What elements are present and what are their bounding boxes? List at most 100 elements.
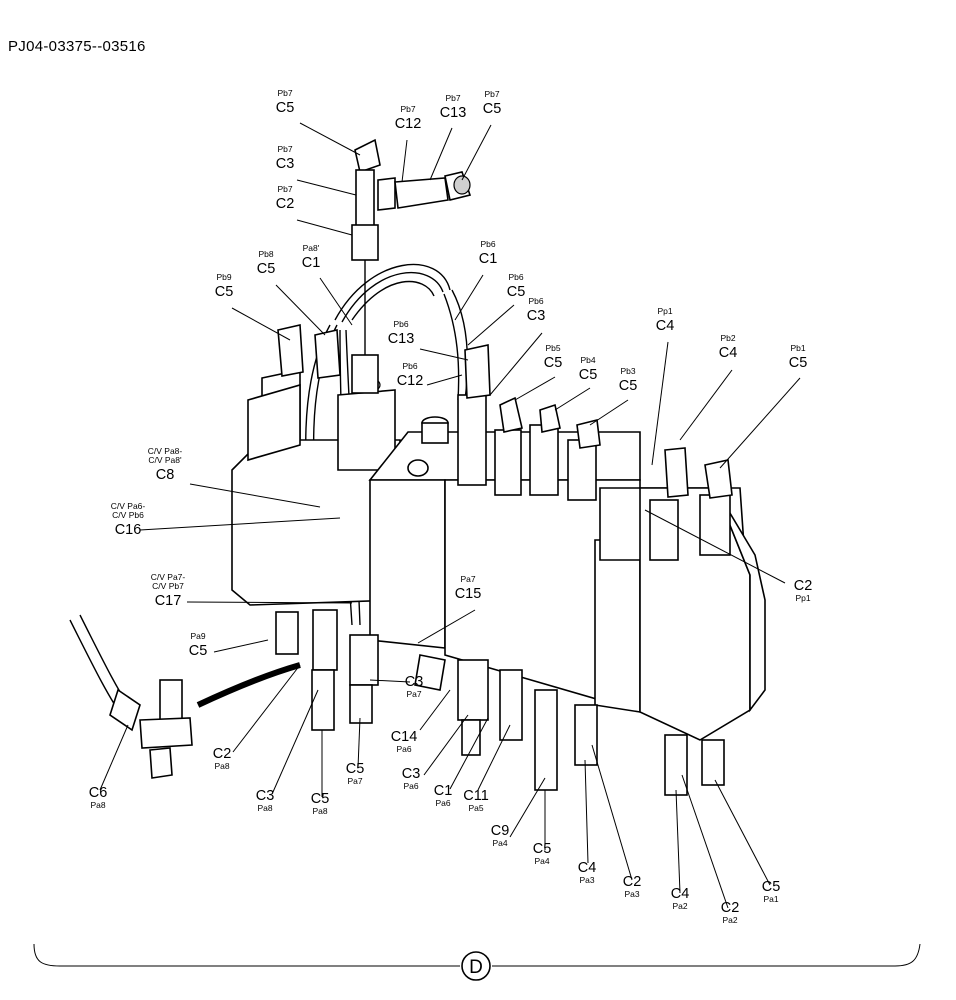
- callout-port-label: Pa9: [190, 631, 205, 641]
- callout-part-label: C2: [213, 746, 232, 762]
- callout-part-label: C12: [395, 116, 422, 132]
- callout-port-label: Pb9: [216, 272, 231, 282]
- callout-port-label: Pa6: [435, 798, 450, 808]
- callout-part-label: C5: [619, 378, 638, 394]
- callout-port-label: Pb6: [528, 296, 543, 306]
- callout-part-label: C2: [794, 578, 813, 594]
- callout-part-label: C13: [388, 331, 415, 347]
- callout-port-label: Pb7: [277, 184, 292, 194]
- section-marker-circle: [461, 951, 491, 981]
- callout-port-label: Pb7: [277, 144, 292, 154]
- callout-part-label: C14: [391, 729, 418, 745]
- callout-port-label: Pa6: [403, 781, 418, 791]
- section-bracket-left: [33, 943, 460, 967]
- callout-part-label: C3: [402, 766, 421, 782]
- callout-part-label: C9: [491, 823, 510, 839]
- callout-port-label: Pa2: [722, 915, 737, 925]
- callout-port-label: Pa8: [312, 806, 327, 816]
- callout-part-label: C5: [311, 791, 330, 807]
- callout-port-label: Pb6: [402, 361, 417, 371]
- callout-port-label: Pa3: [579, 875, 594, 885]
- callout-port-label: C/V Pb6: [112, 510, 144, 520]
- callout-part-label: C4: [578, 860, 597, 876]
- callout-part-label: C17: [155, 593, 182, 609]
- callout-port-label: Pb8: [258, 249, 273, 259]
- callout-port-label: Pa7: [460, 574, 475, 584]
- callout-part-label: C1: [302, 255, 321, 271]
- callout-labels: Pb7C5Pb7C3Pb7C2Pb7C12Pb7C13Pb7C5Pa8'C1Pb…: [89, 88, 813, 925]
- callout-port-label: Pb7: [445, 93, 460, 103]
- callout-part-label: C4: [719, 345, 738, 361]
- callout-part-label: C3: [405, 674, 424, 690]
- callout-part-label: C5: [346, 761, 365, 777]
- callout-port-label: Pb6: [508, 272, 523, 282]
- callout-port-label: Pa7: [347, 776, 362, 786]
- callout-port-label: Pa4: [492, 838, 507, 848]
- callout-port-label: Pa1: [763, 894, 778, 904]
- callout-port-label: Pa6: [396, 744, 411, 754]
- callout-part-label: C5: [257, 261, 276, 277]
- callout-port-label: Pa8: [257, 803, 272, 813]
- callout-port-label: C/V Pa8': [148, 455, 182, 465]
- callout-port-label: Pa8': [303, 243, 320, 253]
- callout-part-label: C5: [579, 367, 598, 383]
- callout-port-label: Pa3: [624, 889, 639, 899]
- callout-port-label: C/V Pa7-: [151, 572, 186, 582]
- callout-port-label: Pa5: [468, 803, 483, 813]
- callout-part-label: C5: [789, 355, 808, 371]
- callout-port-label: Pb7: [400, 104, 415, 114]
- callout-port-label: Pb3: [620, 366, 635, 376]
- callout-port-label: Pb4: [580, 355, 595, 365]
- callout-port-label: Pa4: [534, 856, 549, 866]
- callout-part-label: C6: [89, 785, 108, 801]
- callout-part-label: C1: [479, 251, 498, 267]
- callout-port-label: C/V Pa6-: [111, 501, 146, 511]
- callout-port-label: Pb7: [277, 88, 292, 98]
- callout-part-label: C5: [276, 100, 295, 116]
- callout-part-label: C3: [527, 308, 546, 324]
- callout-part-label: C4: [656, 318, 675, 334]
- callout-port-label: Pa8: [214, 761, 229, 771]
- callout-port-label: Pa8: [90, 800, 105, 810]
- callout-part-label: C5: [507, 284, 526, 300]
- callout-port-label: Pb6: [480, 239, 495, 249]
- section-marker-letter: D: [469, 957, 483, 978]
- callout-port-label: C/V Pa8-: [148, 446, 183, 456]
